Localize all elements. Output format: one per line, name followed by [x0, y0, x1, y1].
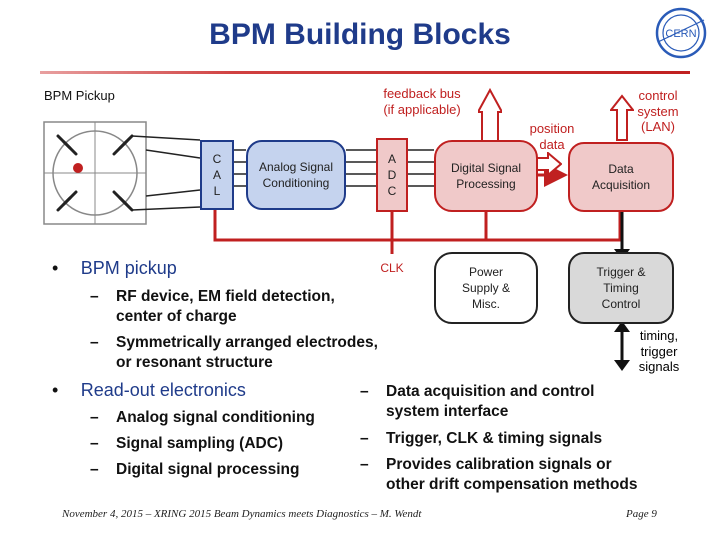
- dsp-block: Digital Signal Processing: [434, 140, 538, 212]
- dash: –: [90, 435, 99, 452]
- page-number: Page 9: [626, 508, 657, 520]
- beam-dot: [73, 163, 83, 173]
- readout-item-2: – Signal sampling (ADC): [90, 435, 284, 452]
- right-item-3: – Provides calibration signals or other …: [360, 456, 638, 493]
- readout-item-1: – Analog signal conditioning: [90, 409, 315, 426]
- footer-text: November 4, 2015 – XRING 2015 Beam Dynam…: [62, 508, 422, 520]
- right-item-2: – Trigger, CLK & timing signals: [360, 430, 603, 447]
- bullet-mark: •: [52, 258, 59, 278]
- pickup-item-1: – RF device, EM field detection, center …: [90, 288, 335, 325]
- feedback-bus-label: feedback bus (if applicable): [383, 86, 461, 117]
- dash: –: [90, 288, 99, 305]
- dash: –: [90, 409, 99, 426]
- feedback-bus-arrow: [478, 88, 502, 143]
- title-rule: [40, 71, 690, 74]
- bullet-readout: • Read-out electronics: [52, 380, 246, 401]
- adc-block: A D C: [376, 138, 408, 212]
- cal-block: C A L: [200, 140, 234, 210]
- readout-item-3: – Digital signal processing: [90, 461, 300, 478]
- bullet-mark: •: [52, 380, 59, 400]
- bullet-heading: Read-out electronics: [80, 380, 246, 400]
- pickup-item-2: – Symmetrically arranged electrodes, or …: [90, 334, 378, 371]
- cern-logo: CERN: [648, 4, 714, 62]
- slide-title: BPM Building Blocks: [209, 18, 511, 51]
- clk-block: CLK: [372, 254, 412, 282]
- right-item-1: – Data acquisition and control system in…: [360, 383, 595, 420]
- dash: –: [90, 461, 99, 478]
- bpm-pickup-drawing: [43, 121, 147, 225]
- bullet-bpm-pickup: • BPM pickup: [52, 258, 177, 279]
- data-acquisition-block: Data Acquisition: [568, 142, 674, 212]
- timing-signals-label: timing, trigger signals: [638, 328, 680, 375]
- position-data-label: position data: [529, 121, 575, 152]
- control-system-label: control system (LAN): [637, 88, 679, 135]
- cern-logo-icon: CERN: [655, 7, 707, 59]
- control-system-arrow: [610, 94, 634, 141]
- bullet-heading: BPM pickup: [80, 258, 177, 278]
- dash: –: [360, 383, 369, 400]
- cern-logo-text: CERN: [665, 28, 696, 40]
- dash: –: [360, 430, 369, 447]
- power-supply-block: Power Supply & Misc.: [434, 252, 538, 324]
- dash: –: [90, 334, 99, 351]
- trigger-timing-block: Trigger & Timing Control: [568, 252, 674, 324]
- analog-conditioning-block: Analog Signal Conditioning: [246, 140, 346, 210]
- dash: –: [360, 456, 369, 473]
- pickup-label: BPM Pickup: [44, 88, 115, 103]
